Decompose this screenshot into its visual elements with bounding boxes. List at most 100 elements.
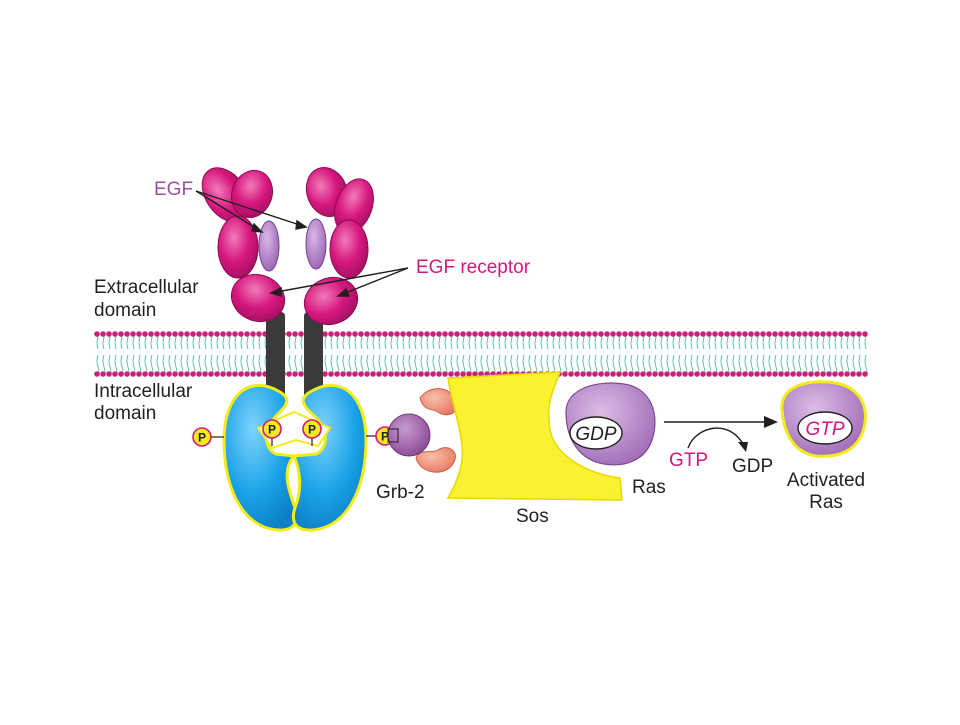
lipid-head (388, 371, 394, 377)
lipid-head (664, 331, 670, 337)
lipid-head (244, 331, 250, 337)
lipid-head (436, 371, 442, 377)
lipid-head (592, 371, 598, 377)
lipid-head (220, 331, 226, 337)
intracellular-label-line1: Intracellular (94, 381, 193, 402)
lipid-head (862, 331, 868, 337)
egf-ligand (305, 218, 327, 270)
lipid-head (742, 331, 748, 337)
lipid-head (196, 331, 202, 337)
lipid-head (418, 331, 424, 337)
lipid-head (142, 371, 148, 377)
lipid-head (682, 371, 688, 377)
lipid-head (412, 371, 418, 377)
lipid-head (682, 331, 688, 337)
grb2-label: Grb-2 (376, 482, 425, 503)
lipid-head (592, 331, 598, 337)
lipid-head (292, 331, 298, 337)
lipid-head (712, 371, 718, 377)
lipid-head (346, 331, 352, 337)
lipid-head (526, 331, 532, 337)
lipid-head (286, 371, 292, 377)
egf-receptor-left (201, 167, 286, 323)
lipid-head (472, 331, 478, 337)
lipid-head (598, 371, 604, 377)
lipid-head (322, 331, 328, 337)
lipid-head (694, 371, 700, 377)
lipid-head (184, 371, 190, 377)
lipid-head (238, 371, 244, 377)
lipid-head (514, 331, 520, 337)
lipid-head (406, 331, 412, 337)
lipid-head (340, 331, 346, 337)
lipid-head (796, 331, 802, 337)
lipid-head (94, 331, 100, 337)
lipid-head (406, 371, 412, 377)
lipid-head (112, 371, 118, 377)
lipid-head (430, 371, 436, 377)
lipid-head (106, 331, 112, 337)
lipid-head (154, 331, 160, 337)
lipid-head (766, 371, 772, 377)
lipid-head (556, 331, 562, 337)
lipid-head (802, 371, 808, 377)
lipid-head (652, 331, 658, 337)
lipid-head (562, 371, 568, 377)
lipid-head (292, 371, 298, 377)
lipid-head (250, 331, 256, 337)
lipid-head (820, 331, 826, 337)
lipid-head (778, 331, 784, 337)
lipid-head (136, 371, 142, 377)
lipid-head (328, 331, 334, 337)
lipid-head (796, 371, 802, 377)
lipid-head (808, 371, 814, 377)
lipid-head (586, 331, 592, 337)
lipid-head (790, 331, 796, 337)
lipid-head (730, 371, 736, 377)
lipid-head (622, 331, 628, 337)
lipid-head (112, 331, 118, 337)
lipid-head (196, 371, 202, 377)
lipid-head (562, 331, 568, 337)
lipid-head (688, 371, 694, 377)
svg-text:GTP: GTP (805, 419, 844, 440)
lipid-head (124, 371, 130, 377)
lipid-head (394, 371, 400, 377)
lipid-head (706, 331, 712, 337)
lipid-head (190, 371, 196, 377)
lipid-head (598, 331, 604, 337)
lipid-head (814, 371, 820, 377)
lipid-head (610, 331, 616, 337)
lipid-head (358, 331, 364, 337)
lipid-head (154, 371, 160, 377)
lipid-head (832, 371, 838, 377)
lipid-head (322, 371, 328, 377)
lipid-head (520, 331, 526, 337)
lipid-head (850, 331, 856, 337)
lipid-head (424, 331, 430, 337)
lipid-head (826, 371, 832, 377)
label-pointers (195, 190, 409, 297)
lipid-head (214, 371, 220, 377)
lipid-head (688, 331, 694, 337)
activated-ras-label-line2: Ras (809, 492, 843, 513)
intracellular-domains (222, 384, 368, 532)
lipid-head (172, 371, 178, 377)
lipid-head (256, 371, 262, 377)
lipid-head (844, 331, 850, 337)
lipid-head (148, 371, 154, 377)
lipid-head (772, 331, 778, 337)
lipid-head (568, 331, 574, 337)
transmembrane-stalks (266, 312, 323, 402)
lipid-head (748, 371, 754, 377)
lipid-head (478, 371, 484, 377)
lipid-head (532, 331, 538, 337)
lipid-head (166, 331, 172, 337)
lipid-head (700, 331, 706, 337)
lipid-head (100, 371, 106, 377)
lipid-head (394, 331, 400, 337)
lipid-head (472, 371, 478, 377)
lipid-head (856, 331, 862, 337)
